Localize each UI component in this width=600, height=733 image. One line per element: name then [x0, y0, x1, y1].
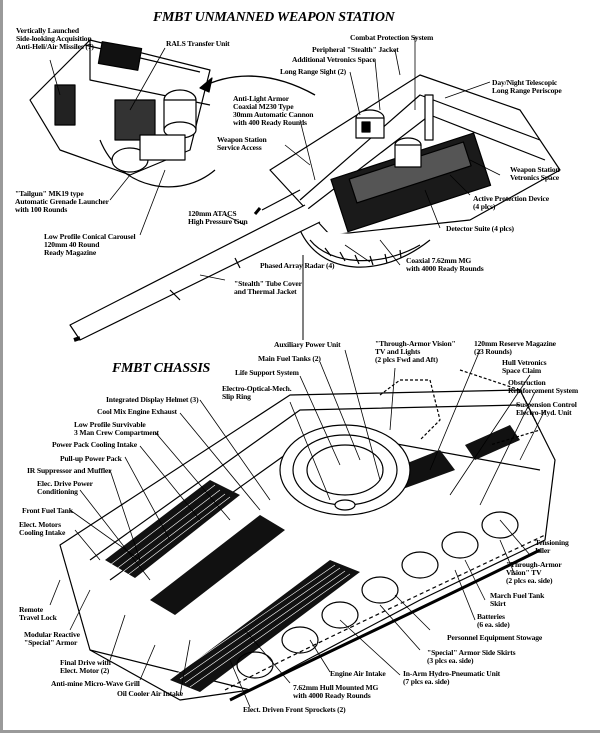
label-vls-missiles: Vertically Launched Side-looking Acquisi…	[16, 26, 94, 51]
label-tailgun: "Tailgun" MK19 type Automatic Grenade La…	[15, 189, 109, 214]
label-stealth-jacket: Peripheral "Stealth" Jacket	[312, 45, 399, 54]
label-hull-mg: 7.62mm Hull Mounted MG with 4000 Ready R…	[293, 683, 379, 700]
leader-lines	[49, 37, 546, 708]
label-life-support: Life Support System	[235, 368, 299, 377]
weapon-station-rear-inset	[29, 39, 216, 188]
label-armor-side-skirts: "Special" Armor Side Skirts (3 plcs ea. …	[427, 648, 516, 665]
label-hydro-pneumatic: In-Arm Hydro-Pneumatic Unit (7 plcs ea. …	[403, 669, 501, 686]
label-batteries: Batteries (6 ea. side)	[477, 612, 510, 629]
label-final-drive: Final Drive with Elect. Motor (2)	[60, 658, 111, 675]
left-border	[0, 0, 3, 733]
label-front-sprockets: Elect. Driven Front Sprockets (2)	[243, 705, 346, 714]
label-tensioning-idler: Tensioning Idler	[535, 538, 569, 555]
label-additional-vetronics: Additional Vetronics Space	[292, 55, 376, 64]
label-obstruction-system: Obstruction Reinforcement System	[508, 378, 579, 395]
label-ws-vetronics: Weapon Station Vetronics Space	[510, 165, 560, 182]
label-pullup-power-pack: Pull-up Power Pack	[60, 454, 122, 463]
label-reserve-magazine: 120mm Reserve Magazine (23 Rounds)	[474, 339, 556, 356]
label-equipment-stowage: Personnel Equipment Stowage	[447, 633, 543, 642]
label-30mm-cannon: Anti-Light Armor Coaxial M230 Type 30mm …	[233, 94, 314, 127]
label-detector-suite: Detector Suite (4 plcs)	[446, 224, 514, 233]
label-front-fuel-tank: Front Fuel Tank	[22, 506, 73, 515]
label-hull-vetronics: Hull Vetronics Space Claim	[502, 358, 547, 375]
label-main-fuel-tanks: Main Fuel Tanks (2)	[258, 354, 321, 363]
label-tube-cover: "Stealth" Tube Cover and Thermal Jacket	[234, 279, 302, 296]
label-microwave-grill: Anti-mine Micro-Wave Grill	[51, 679, 140, 688]
label-auxiliary-power-unit: Auxiliary Power Unit	[274, 340, 341, 349]
label-long-range-sight: Long Range Sight (2)	[280, 67, 346, 76]
label-coaxial-mg: Coaxial 7.62mm MG with 4000 Ready Rounds	[406, 256, 484, 273]
label-tav-tv: "Through-Armor Vision" TV (2 plcs ea. si…	[506, 560, 562, 585]
road-wheels	[236, 511, 519, 679]
label-active-protection: Active Protection Device (4 plcs)	[473, 194, 549, 211]
label-engine-air-intake: Engine Air Intake	[330, 669, 386, 678]
label-combat-protection: Combat Protection System	[350, 33, 434, 42]
label-display-helmet: Integrated Display Helmet (3)	[106, 395, 199, 404]
label-motors-cooling-intake: Elect. Motors Cooling Intake	[19, 520, 66, 537]
label-engine-exhaust: Cool Mix Engine Exhaust	[97, 407, 177, 416]
bottom-border	[0, 730, 600, 733]
main-gun-barrel	[69, 189, 321, 342]
label-remote-travel-lock: Remote Travel Lock	[19, 605, 57, 622]
label-service-access: Weapon Station Service Access	[217, 135, 267, 152]
label-periscope: Day/Night Telescopic Long Range Periscop…	[492, 78, 562, 95]
label-tav-lights: "Through-Armor Vision" TV and Lights (2 …	[375, 339, 456, 364]
label-phased-array-radar: Phased Array Radar (4)	[260, 261, 335, 270]
label-reactive-armor: Modular Reactive "Special" Armor	[24, 630, 80, 647]
label-drive-power-conditioning: Elec. Drive Power Conditioning	[37, 479, 93, 496]
label-slip-ring: Electro-Optical-Mech. Slip Ring	[222, 384, 292, 401]
label-conical-carousel: Low Profile Conical Carousel 120mm 40 Ro…	[44, 232, 136, 257]
weapon-station-title: FMBT UNMANNED WEAPON STATION	[153, 10, 395, 25]
weapon-station-turret	[269, 74, 561, 268]
label-rals-transfer: RALS Transfer Unit	[166, 39, 230, 48]
label-crew-compartment: Low Profile Survivable 3 Man Crew Compar…	[74, 420, 159, 437]
label-pp-cooling-intake: Power Pack Cooling Intake	[52, 440, 137, 449]
label-oil-cooler-intake: Oil Cooler Air Intake	[117, 689, 183, 698]
label-atacs-gun: 120mm ATACS High Pressure Gun	[188, 209, 248, 226]
label-march-fuel-tank: March Fuel Tank Skirt	[490, 591, 545, 608]
label-ir-suppressor: IR Suppressor and Muffler	[27, 466, 112, 475]
label-suspension-control: Suspension Control Electro-Hyd. Unit	[516, 400, 577, 417]
chassis-title: FMBT CHASSIS	[112, 361, 210, 376]
